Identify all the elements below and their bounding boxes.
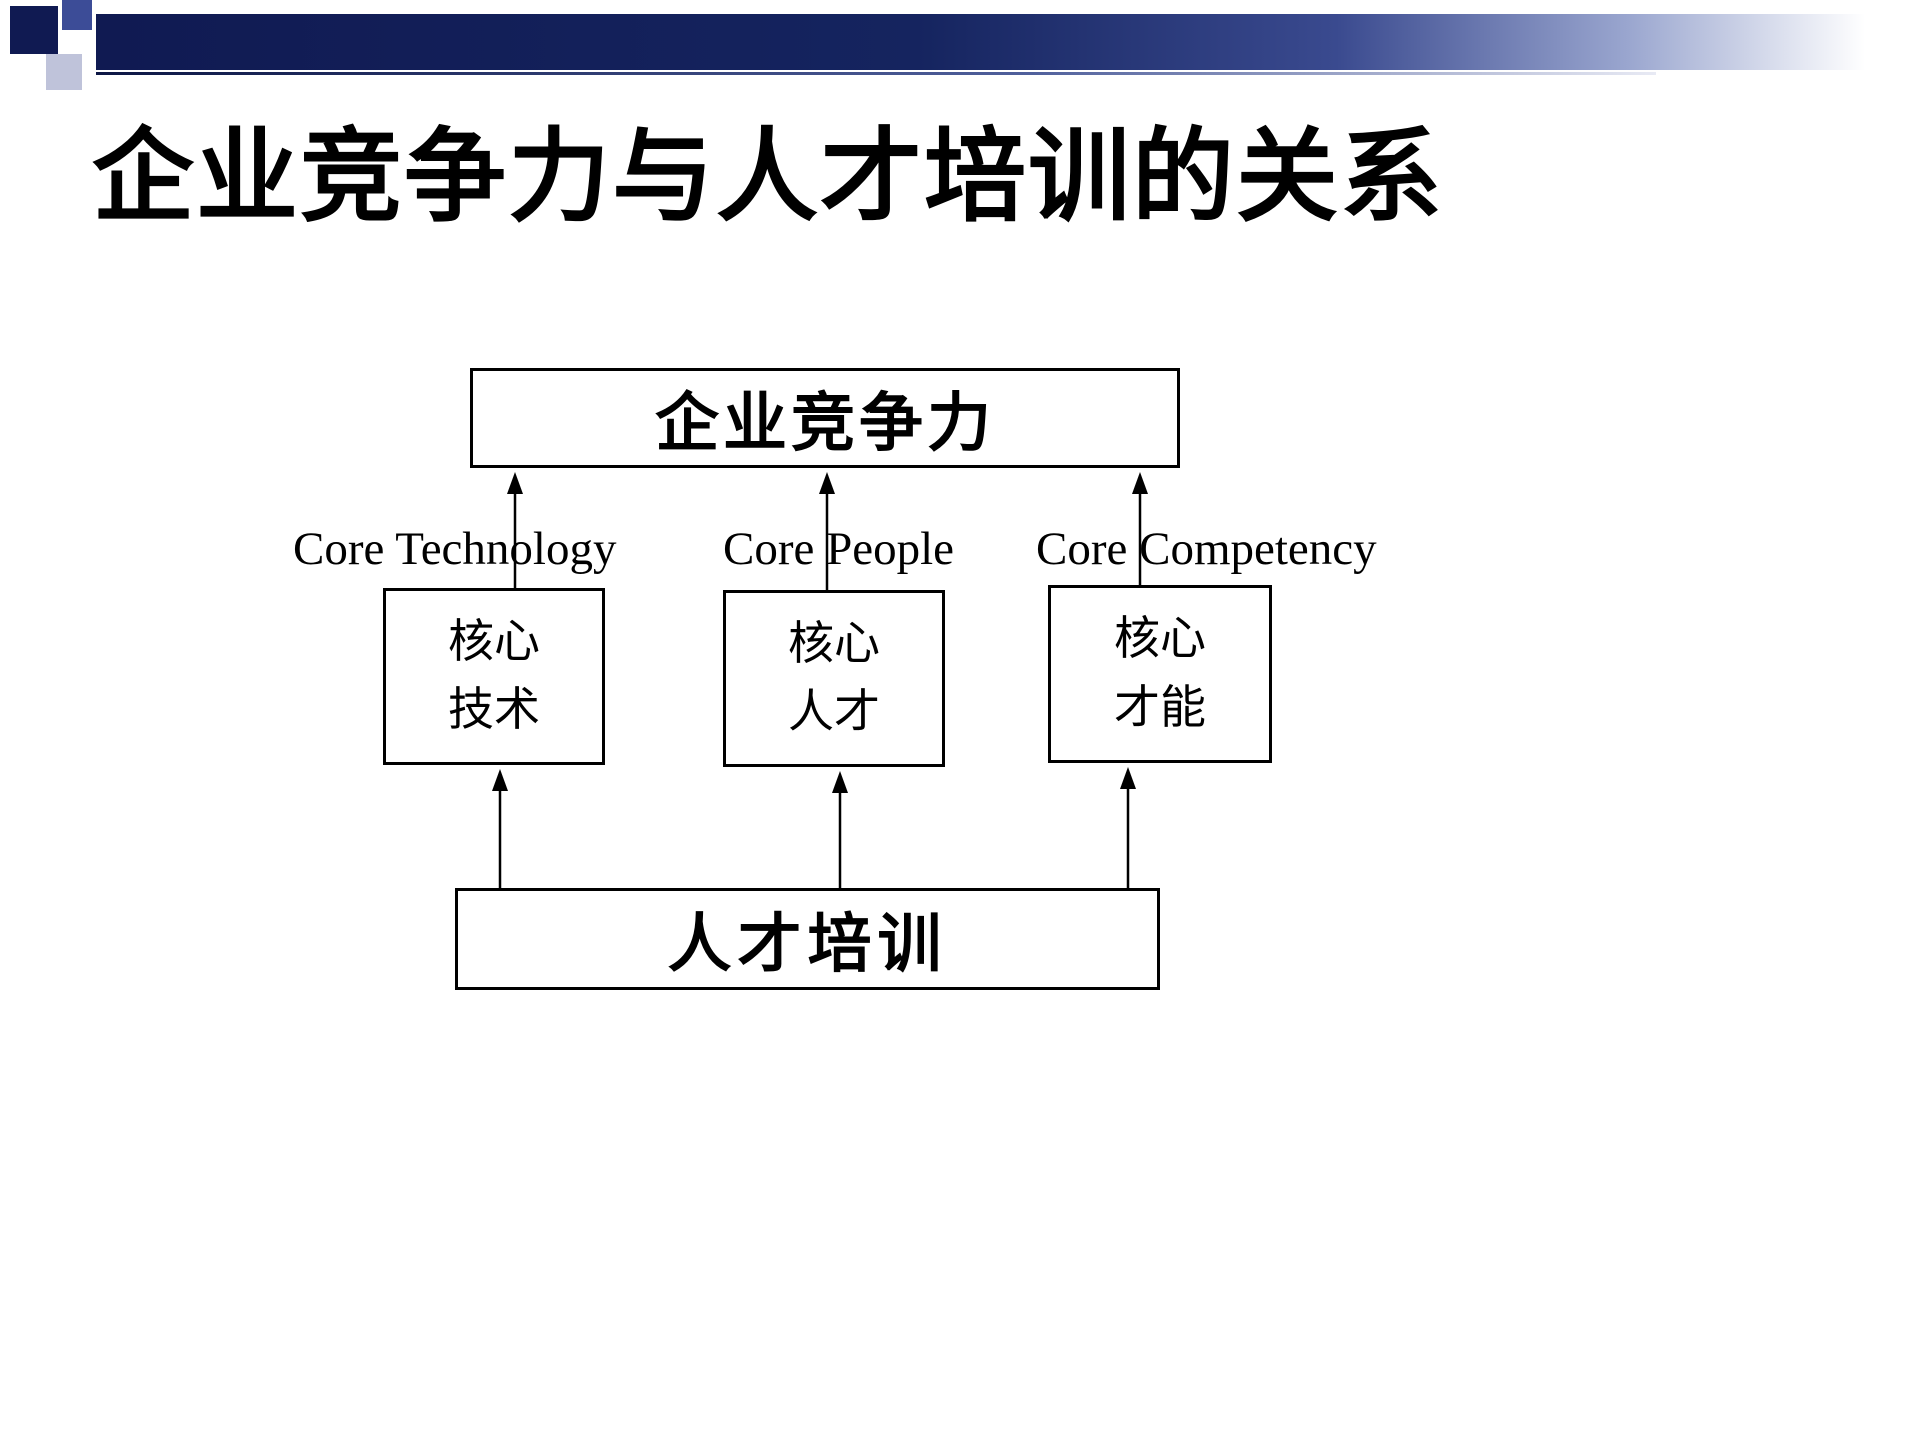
decor-square-blue — [62, 0, 92, 30]
arrow-training-to-people — [832, 771, 848, 888]
label-core-technology: Core Technology — [293, 523, 617, 575]
box-core-people-line1: 核心 — [788, 617, 880, 669]
arrow-training-to-competency — [1120, 767, 1136, 888]
header-gradient-bar — [96, 14, 1920, 70]
box-talent-training-label: 人才培训 — [667, 909, 948, 980]
box-core-people: 核心 人才 — [723, 590, 945, 767]
box-core-competency: 核心 才能 — [1048, 585, 1272, 763]
box-talent-training: 人才培训 — [455, 888, 1160, 990]
box-core-people-line2: 人才 — [788, 686, 880, 738]
decor-square-navy — [10, 6, 58, 54]
box-core-technology-line2: 技术 — [448, 684, 540, 736]
box-enterprise-competitiveness: 企业竞争力 — [470, 368, 1180, 468]
box-core-technology-line1: 核心 — [448, 615, 540, 667]
decor-square-gray — [46, 54, 82, 90]
header-underline — [96, 72, 1656, 75]
box-enterprise-competitiveness-label: 企业竞争力 — [655, 388, 995, 459]
box-core-competency-line1: 核心 — [1114, 613, 1206, 665]
label-core-people: Core People — [723, 523, 955, 575]
slide-title: 企业竞争力与人才培训的关系 — [92, 122, 1444, 235]
box-core-technology: 核心 技术 — [383, 588, 605, 765]
arrow-training-to-technology — [492, 769, 508, 888]
box-core-competency-line2: 才能 — [1114, 682, 1206, 734]
label-core-competency: Core Competency — [1036, 523, 1377, 575]
